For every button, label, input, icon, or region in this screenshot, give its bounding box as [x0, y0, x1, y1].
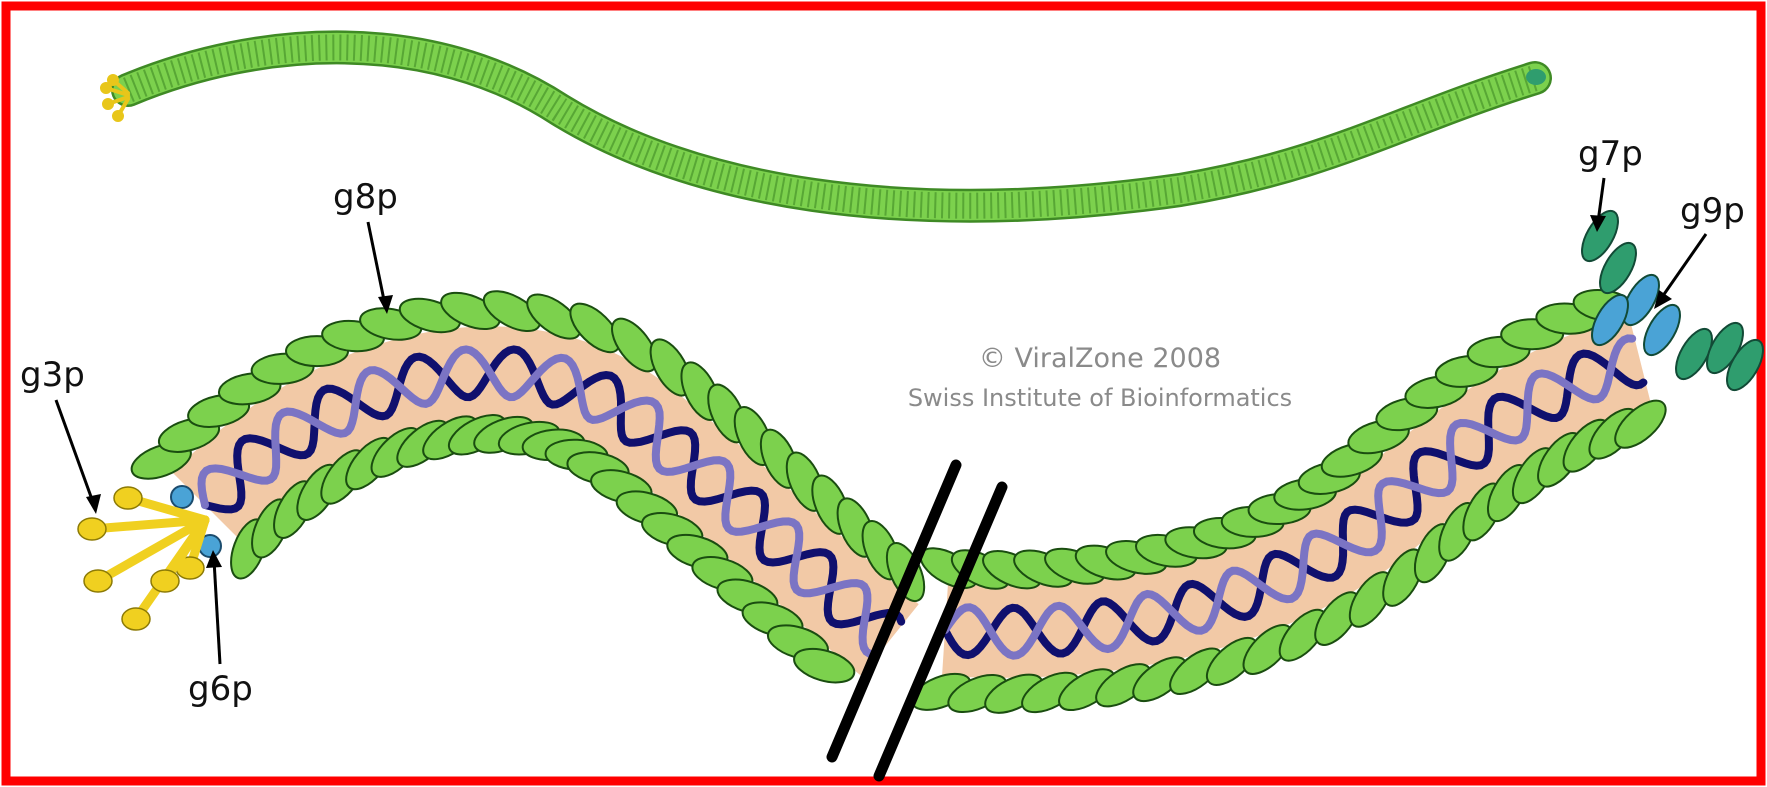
label-g6p: g6p	[188, 669, 253, 709]
g3p-head	[151, 570, 179, 592]
g3p-head	[84, 570, 112, 592]
copyright-line1: © ViralZone 2008	[979, 343, 1221, 374]
label-g7p: g7p	[1578, 134, 1643, 174]
g3p-head	[78, 518, 106, 540]
label-g8p: g8p	[333, 177, 398, 217]
g6p-subunit	[171, 486, 193, 508]
g3p-head	[122, 608, 150, 630]
copyright-line2: Swiss Institute of Bioinformatics	[908, 384, 1292, 412]
label-g3p: g3p	[20, 355, 85, 395]
mini-tip-g7p	[1526, 69, 1546, 85]
label-g9p: g9p	[1680, 191, 1745, 231]
g3p-head	[114, 487, 142, 509]
